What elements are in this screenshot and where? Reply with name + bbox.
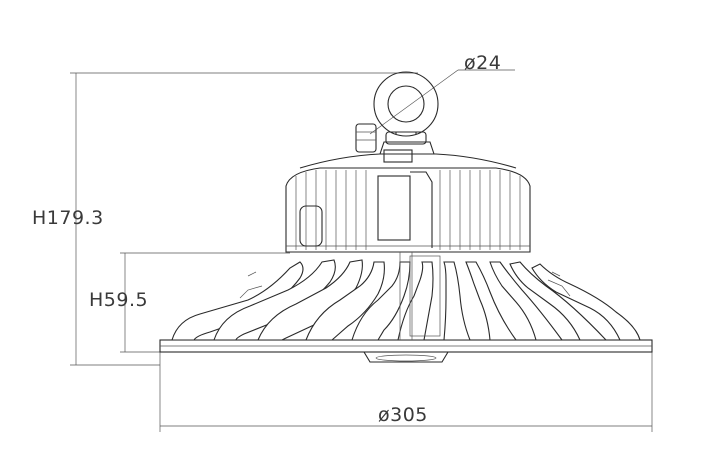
base-plate [159, 339, 653, 363]
eyelet-diameter-label: ø24 [464, 52, 501, 74]
heat-sink-fins [171, 259, 641, 341]
driver-housing [285, 153, 531, 340]
body-height-label: H59.5 [89, 289, 148, 311]
dimension-lines [70, 69, 653, 432]
base-diameter-label: ø305 [378, 404, 428, 426]
total-height-label: H179.3 [32, 207, 104, 229]
hanging-eyelet [355, 71, 439, 163]
